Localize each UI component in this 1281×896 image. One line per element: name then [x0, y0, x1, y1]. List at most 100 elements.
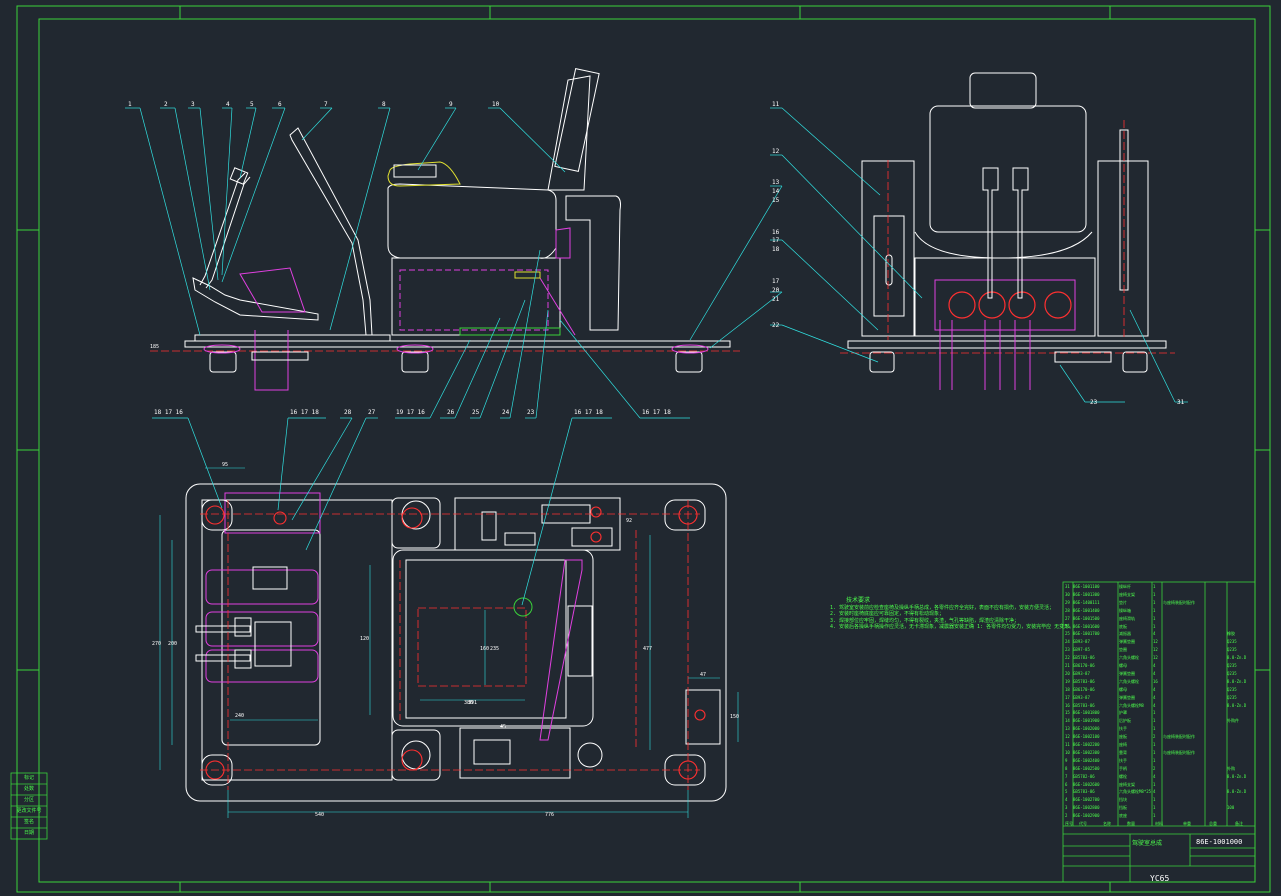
bom-cell: 31: [1065, 584, 1070, 589]
balloon-label: 8: [382, 101, 386, 108]
bom-cell: 86E-1001800: [1073, 710, 1100, 716]
bom-cell: 86E-1001900: [1073, 718, 1100, 724]
balloon-label: 26: [447, 409, 455, 416]
revision-label: 更改文件号: [16, 808, 42, 814]
bom-cell: 1: [1153, 813, 1156, 819]
notes-heading: 技术要求: [846, 597, 871, 604]
balloon-label: 24: [502, 409, 510, 416]
balloon-label: 1: [128, 101, 132, 108]
dimension-label: 235: [490, 646, 499, 652]
bom-cell: 螺栓: [1119, 773, 1127, 779]
balloon-label: 17: [772, 237, 780, 244]
balloon-label: 20: [772, 287, 780, 294]
dimension-label: 200: [168, 641, 177, 647]
balloon-label: 21: [772, 296, 780, 303]
bom-cell: 12: [1065, 734, 1070, 740]
dimension-label: 45: [500, 724, 506, 730]
bom-cell: 4: [1065, 797, 1068, 803]
dimension-label: 160: [480, 646, 489, 652]
bom-cell: 护罩: [1119, 710, 1127, 716]
bom-cell: 手柄: [1119, 765, 1127, 771]
bom-cell: 扶手: [1119, 726, 1127, 732]
bom-cell: 86E-1002000: [1073, 726, 1100, 732]
bom-cell: 86E-1002900: [1073, 813, 1100, 819]
bom-cell: 2: [1153, 734, 1156, 740]
bom-cell: 与座椅装配时配作: [1163, 734, 1195, 740]
bom-cell: 1: [1153, 615, 1156, 621]
balloon-label: 2: [164, 101, 168, 108]
bom-cell: 2: [1065, 813, 1068, 819]
bom-cell: GB5783-86: [1073, 655, 1095, 661]
bom-cell: 21: [1065, 663, 1070, 668]
bom-cell: 10: [1065, 749, 1070, 755]
dimension-label: 185: [150, 344, 159, 350]
balloon-label: 19 17 16: [396, 409, 425, 416]
border-ticks: [17, 6, 1270, 892]
bom-cell: 座椅支架: [1119, 781, 1135, 787]
dimension-label: 120: [360, 636, 369, 642]
bom-cell: Q235: [1227, 670, 1237, 676]
balloon-label: 27: [368, 409, 376, 416]
bom-cell: Q235: [1227, 694, 1237, 700]
bom-cell: GB6170-86: [1073, 663, 1095, 668]
revision-block: [10, 772, 48, 840]
bom-cell: 2: [1153, 765, 1156, 771]
bom-cell: 扶手: [1119, 757, 1127, 763]
bom-cell: 座板: [1119, 734, 1127, 740]
dimension-label: 150: [730, 714, 739, 720]
bom-cell: Q235: [1227, 686, 1237, 692]
bom-cell: 1: [1153, 718, 1156, 724]
bom-cell: 六角头螺栓: [1119, 655, 1139, 661]
bom-cell: 86E-1002200: [1073, 742, 1100, 747]
bom-cell: 弹簧垫圈: [1119, 670, 1135, 676]
bom-cell: 1: [1153, 749, 1156, 755]
bom-cell: GB93-87: [1073, 694, 1090, 700]
bom-cell: 1: [1153, 710, 1156, 716]
drawing-code: 86E-1001000: [1196, 838, 1243, 846]
drawing-title: 驾驶室总成: [1132, 840, 1163, 847]
bom-cell: 12: [1153, 647, 1158, 653]
balloon-label: 31: [1177, 399, 1185, 406]
bom-cell: 4: [1153, 773, 1156, 779]
bom-cell: 19: [1065, 678, 1070, 684]
bom-cell: 7: [1065, 773, 1068, 779]
bom-cell: 底板: [1119, 623, 1127, 629]
bom-cell: 18: [1065, 686, 1070, 692]
bom-cell: 86E-1002500: [1073, 765, 1100, 771]
bom-cell: 六角头螺栓M8: [1119, 702, 1144, 708]
bom-cell: 操纵箱: [1119, 607, 1131, 613]
bom-cell: 86E-1001500: [1073, 615, 1100, 621]
dimension-label: 95: [222, 462, 228, 468]
bom-cell: GB93-87: [1073, 639, 1090, 645]
bom-cell: 14: [1065, 718, 1070, 724]
bom-cell: 1: [1153, 591, 1156, 597]
note-line: 2. 安装时座椅底座应可靠固定，不得有松动现象；: [830, 611, 945, 617]
bom-cell: 86E-1001700: [1073, 631, 1100, 637]
bom-cell: 8.8-Zn.D: [1227, 789, 1247, 795]
bom-cell: 8.8-Zn.D: [1227, 678, 1247, 684]
bom-cell: 座椅滑轨: [1119, 615, 1135, 621]
front-view: [689, 72, 1188, 403]
balloon-label: 4: [226, 101, 230, 108]
bom-cell: 六角头螺栓M8*25: [1119, 789, 1151, 795]
balloon-label: 23: [1090, 399, 1098, 406]
bom-cell: GB6170-86: [1073, 686, 1095, 692]
bom-cell: GB5783-86: [1073, 702, 1095, 708]
bom-cell: 100: [1227, 805, 1235, 811]
note-line: 4. 安装后各操纵手柄操作应灵活，无卡滞现象，减震器安装正确 1: 各零件均匀受…: [830, 624, 1075, 630]
bom-cell: GB5783-86: [1073, 789, 1095, 795]
bom-cell: 4: [1153, 789, 1156, 795]
bom-cell: 螺母: [1119, 663, 1127, 668]
bom-cell: 1: [1153, 623, 1156, 629]
